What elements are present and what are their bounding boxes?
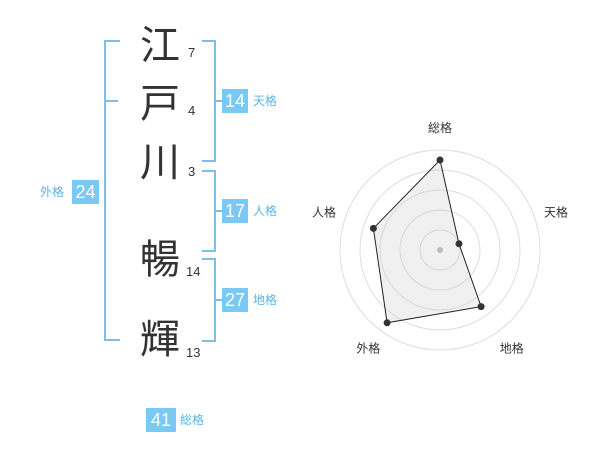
name-char-4: 暢 <box>140 237 180 283</box>
radar-ring-5 <box>339 149 541 351</box>
gaikaku-bracket-tick <box>104 100 118 102</box>
tenkaku-label: 天格 <box>253 94 278 108</box>
stroke-count-5: 13 <box>186 345 201 360</box>
tenkaku-badge: 14 <box>222 89 248 113</box>
radar-points <box>369 156 485 327</box>
soukaku-badge: 41 <box>146 408 176 432</box>
jinkaku-label: 人格 <box>253 204 278 218</box>
radar-ring-1 <box>419 229 461 271</box>
name-char-5: 輝 <box>140 317 180 363</box>
radar-center-dot <box>437 247 443 253</box>
radar-point-4 <box>369 224 377 232</box>
gaikaku-label: 外格 <box>40 185 65 199</box>
radar-axis-label-4: 人格 <box>312 204 336 219</box>
stroke-count-1: 7 <box>188 45 196 60</box>
name-char-2: 戸 <box>140 81 180 127</box>
stroke-count-2: 4 <box>188 103 196 118</box>
radar-axis-label-0: 総格 <box>428 120 452 135</box>
jinkaku-badge: 17 <box>222 199 248 223</box>
radar-ring-2 <box>399 209 481 291</box>
stroke-count-4: 14 <box>186 264 201 279</box>
jinkaku-bracket-tick <box>214 210 222 212</box>
radar-point-1 <box>455 240 463 248</box>
radar-axis-label-3: 外格 <box>356 341 380 356</box>
chikaku-label: 地格 <box>253 293 278 307</box>
radar-point-0 <box>436 156 444 164</box>
radar-ring-3 <box>379 189 501 311</box>
chikaku-bracket-tick <box>214 299 222 301</box>
chikaku-badge: 27 <box>222 288 248 312</box>
radar-ring-4 <box>359 169 521 331</box>
radar-axis-label-2: 地格 <box>500 341 524 356</box>
radar-value-polygon <box>372 158 482 324</box>
gaikaku-badge: 24 <box>72 180 99 204</box>
tenkaku-bracket-tick <box>214 100 222 102</box>
radar-point-2 <box>477 303 485 311</box>
stroke-count-3: 3 <box>188 164 196 179</box>
name-char-3: 川 <box>140 140 180 186</box>
radar-axis-label-1: 天格 <box>544 204 568 219</box>
radar-grid <box>339 149 541 351</box>
gaikaku-bracket <box>104 40 120 341</box>
soukaku-label: 総格 <box>180 413 205 427</box>
name-char-1: 江 <box>140 23 180 69</box>
radar-point-3 <box>383 319 391 327</box>
